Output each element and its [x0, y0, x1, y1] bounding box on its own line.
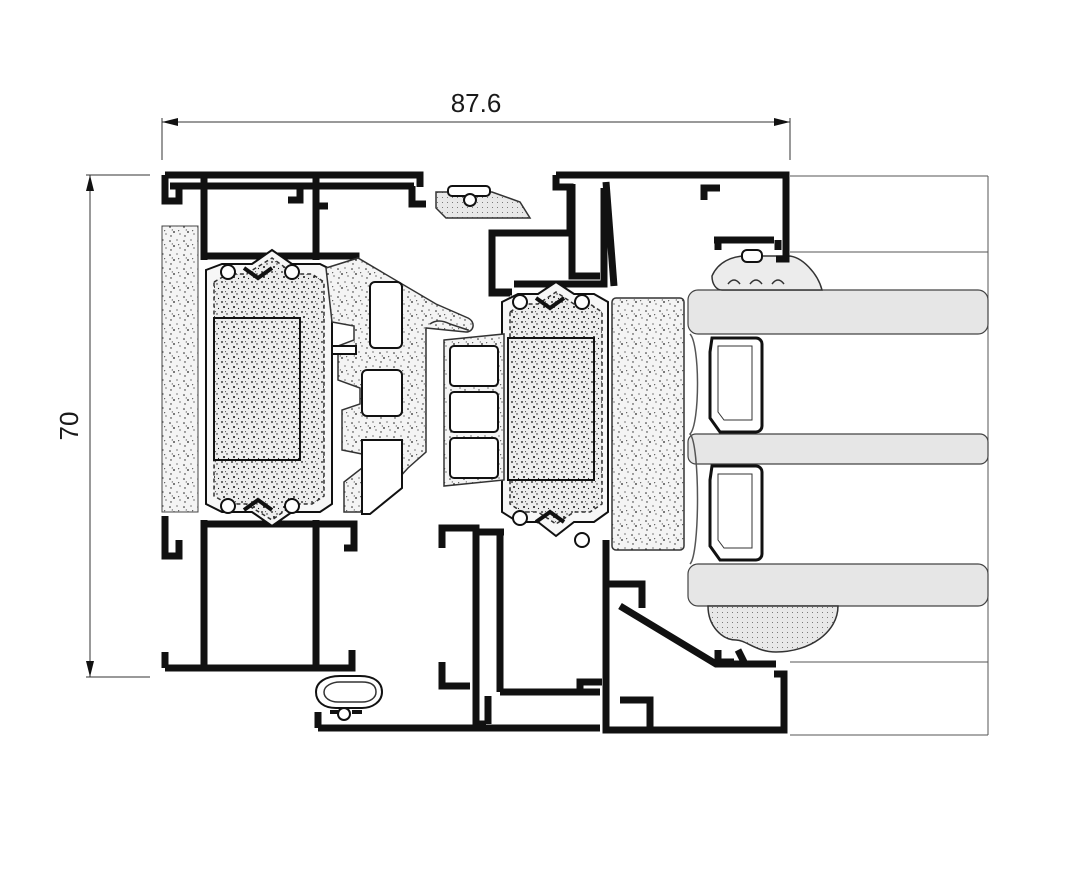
spacer-top: [708, 336, 764, 434]
exterior-insulation-strip: [161, 225, 199, 513]
spacer-bottom: [708, 464, 764, 562]
glass-pane-outer: [687, 289, 989, 335]
glazing-insulation-block: [611, 297, 685, 551]
width-dimension-label: 87.6: [451, 88, 502, 118]
left-thermal-break: [205, 248, 333, 528]
central-frame-profile: [314, 524, 602, 732]
height-dimension-label: 70: [54, 412, 84, 441]
top-sash-seal: [435, 185, 532, 219]
glazing-gasket-bottom: [707, 605, 839, 653]
right-insulation-core: [507, 337, 595, 481]
glass-pane-inner: [687, 563, 989, 607]
dimension-width: 87.6: [161, 88, 791, 160]
right-thermal-break: [501, 280, 609, 548]
polyamide-strip: [443, 333, 505, 487]
central-gasket: [325, 257, 474, 515]
left-insulation-core: [213, 317, 301, 461]
glass-edge-bead: [688, 333, 699, 565]
glass-pane-middle: [687, 433, 989, 465]
outer-frame-profile: [161, 171, 426, 672]
glazing-unit: [687, 175, 989, 736]
dimension-height: 70: [54, 174, 150, 678]
bottom-weather-seal: [314, 675, 384, 721]
sash-profile: [488, 171, 790, 734]
glazing-gasket-top: [711, 255, 823, 291]
